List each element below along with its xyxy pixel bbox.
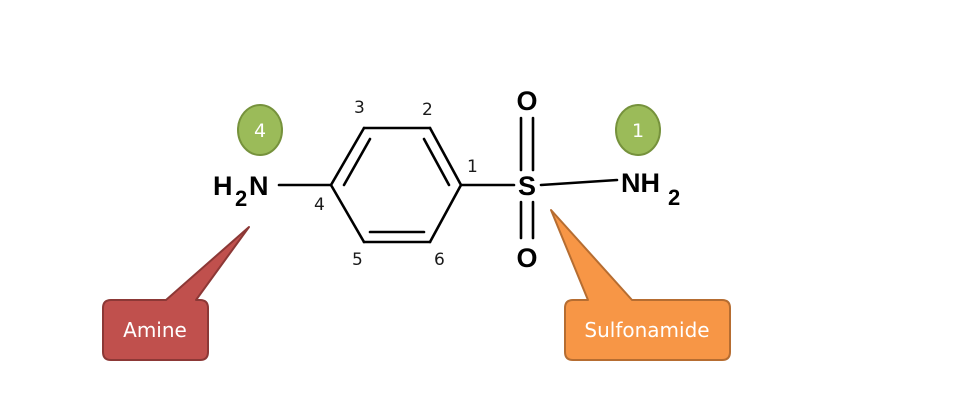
ring-position-3: 3 xyxy=(354,98,365,118)
ring-bond-c1-c2 xyxy=(428,126,463,187)
ring-position-5: 5 xyxy=(352,250,363,270)
badge-amine-label: 4 xyxy=(254,120,266,142)
ring-position-4: 4 xyxy=(314,195,325,215)
callout-amine-shape xyxy=(102,226,250,361)
oxygen-bottom: O xyxy=(516,243,537,273)
amine-n: N xyxy=(249,171,269,201)
benzene-ring xyxy=(329,126,463,244)
ring-bond-c3-c4 xyxy=(329,126,366,187)
callout-sulfonamide: Sulfonamide xyxy=(550,209,731,361)
ring-position-6: 6 xyxy=(434,250,445,270)
bond-s-n xyxy=(539,178,619,187)
badge-amine: 4 xyxy=(237,104,283,156)
callout-amine-label: Amine xyxy=(123,318,187,342)
substituent-bonds xyxy=(277,116,619,240)
amine-h: H xyxy=(213,171,233,201)
ring-bond-c6-c1 xyxy=(428,183,463,244)
badge-sulfonamide-label: 1 xyxy=(632,120,644,142)
callout-sulfonamide-label: Sulfonamide xyxy=(584,318,709,342)
callout-amine: Amine xyxy=(102,226,250,361)
ring-double-bond-c3-c4 xyxy=(342,137,372,187)
ring-double-bond-c1-c2 xyxy=(422,137,451,187)
amine-subscript: 2 xyxy=(235,186,247,211)
badge-amine-shape xyxy=(237,104,283,156)
sulfonamide-subscript: 2 xyxy=(668,185,680,210)
badge-sulfonamide: 1 xyxy=(615,104,661,156)
oxygen-top: O xyxy=(516,86,537,116)
ring-position-2: 2 xyxy=(422,100,433,120)
ring-position-1: 1 xyxy=(467,157,478,177)
ring-position-numbers: 1 2 3 4 5 6 xyxy=(314,98,478,270)
sulfur-atom: S xyxy=(518,171,536,201)
amine-group-label: H 2 N xyxy=(213,171,269,211)
badge-sulfonamide-shape xyxy=(615,104,661,156)
sulfonamide-group-label: NH 2 xyxy=(621,168,680,210)
ring-bond-c4-c5 xyxy=(329,183,366,244)
sulfonamide-nh: NH xyxy=(621,168,660,198)
callout-sulfonamide-shape xyxy=(550,209,731,361)
